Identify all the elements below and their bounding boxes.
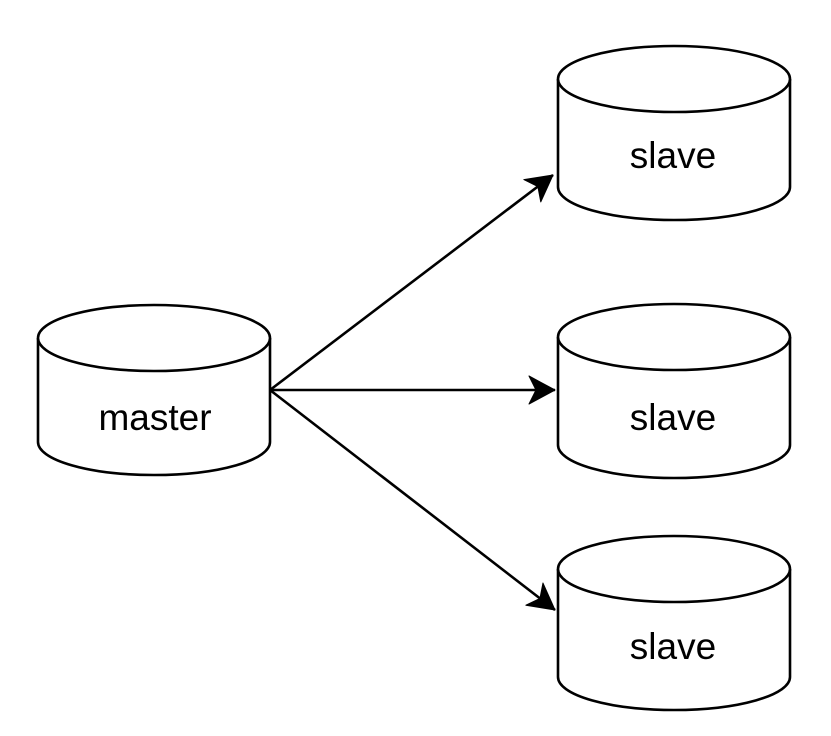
node-slave-1: slave <box>556 44 792 222</box>
edge-master-to-slave-1 <box>269 173 554 392</box>
node-label: slave <box>630 397 716 438</box>
cylinder-body <box>556 337 792 480</box>
edge-master-to-slave-3 <box>269 388 556 612</box>
cylinder-top <box>36 303 272 373</box>
node-label: slave <box>630 135 716 176</box>
cylinder-top <box>556 44 792 114</box>
cylinder-body <box>36 338 272 477</box>
edges <box>269 173 556 612</box>
cylinder-body <box>556 79 792 222</box>
cylinder-top <box>556 302 792 372</box>
cylinder-body <box>556 569 792 712</box>
node-slave-3: slave <box>556 534 792 712</box>
node-master: master <box>36 303 272 477</box>
node-slave-2: slave <box>556 302 792 480</box>
node-label: slave <box>630 626 716 667</box>
cylinder-top <box>556 534 792 604</box>
node-label: master <box>98 397 211 438</box>
